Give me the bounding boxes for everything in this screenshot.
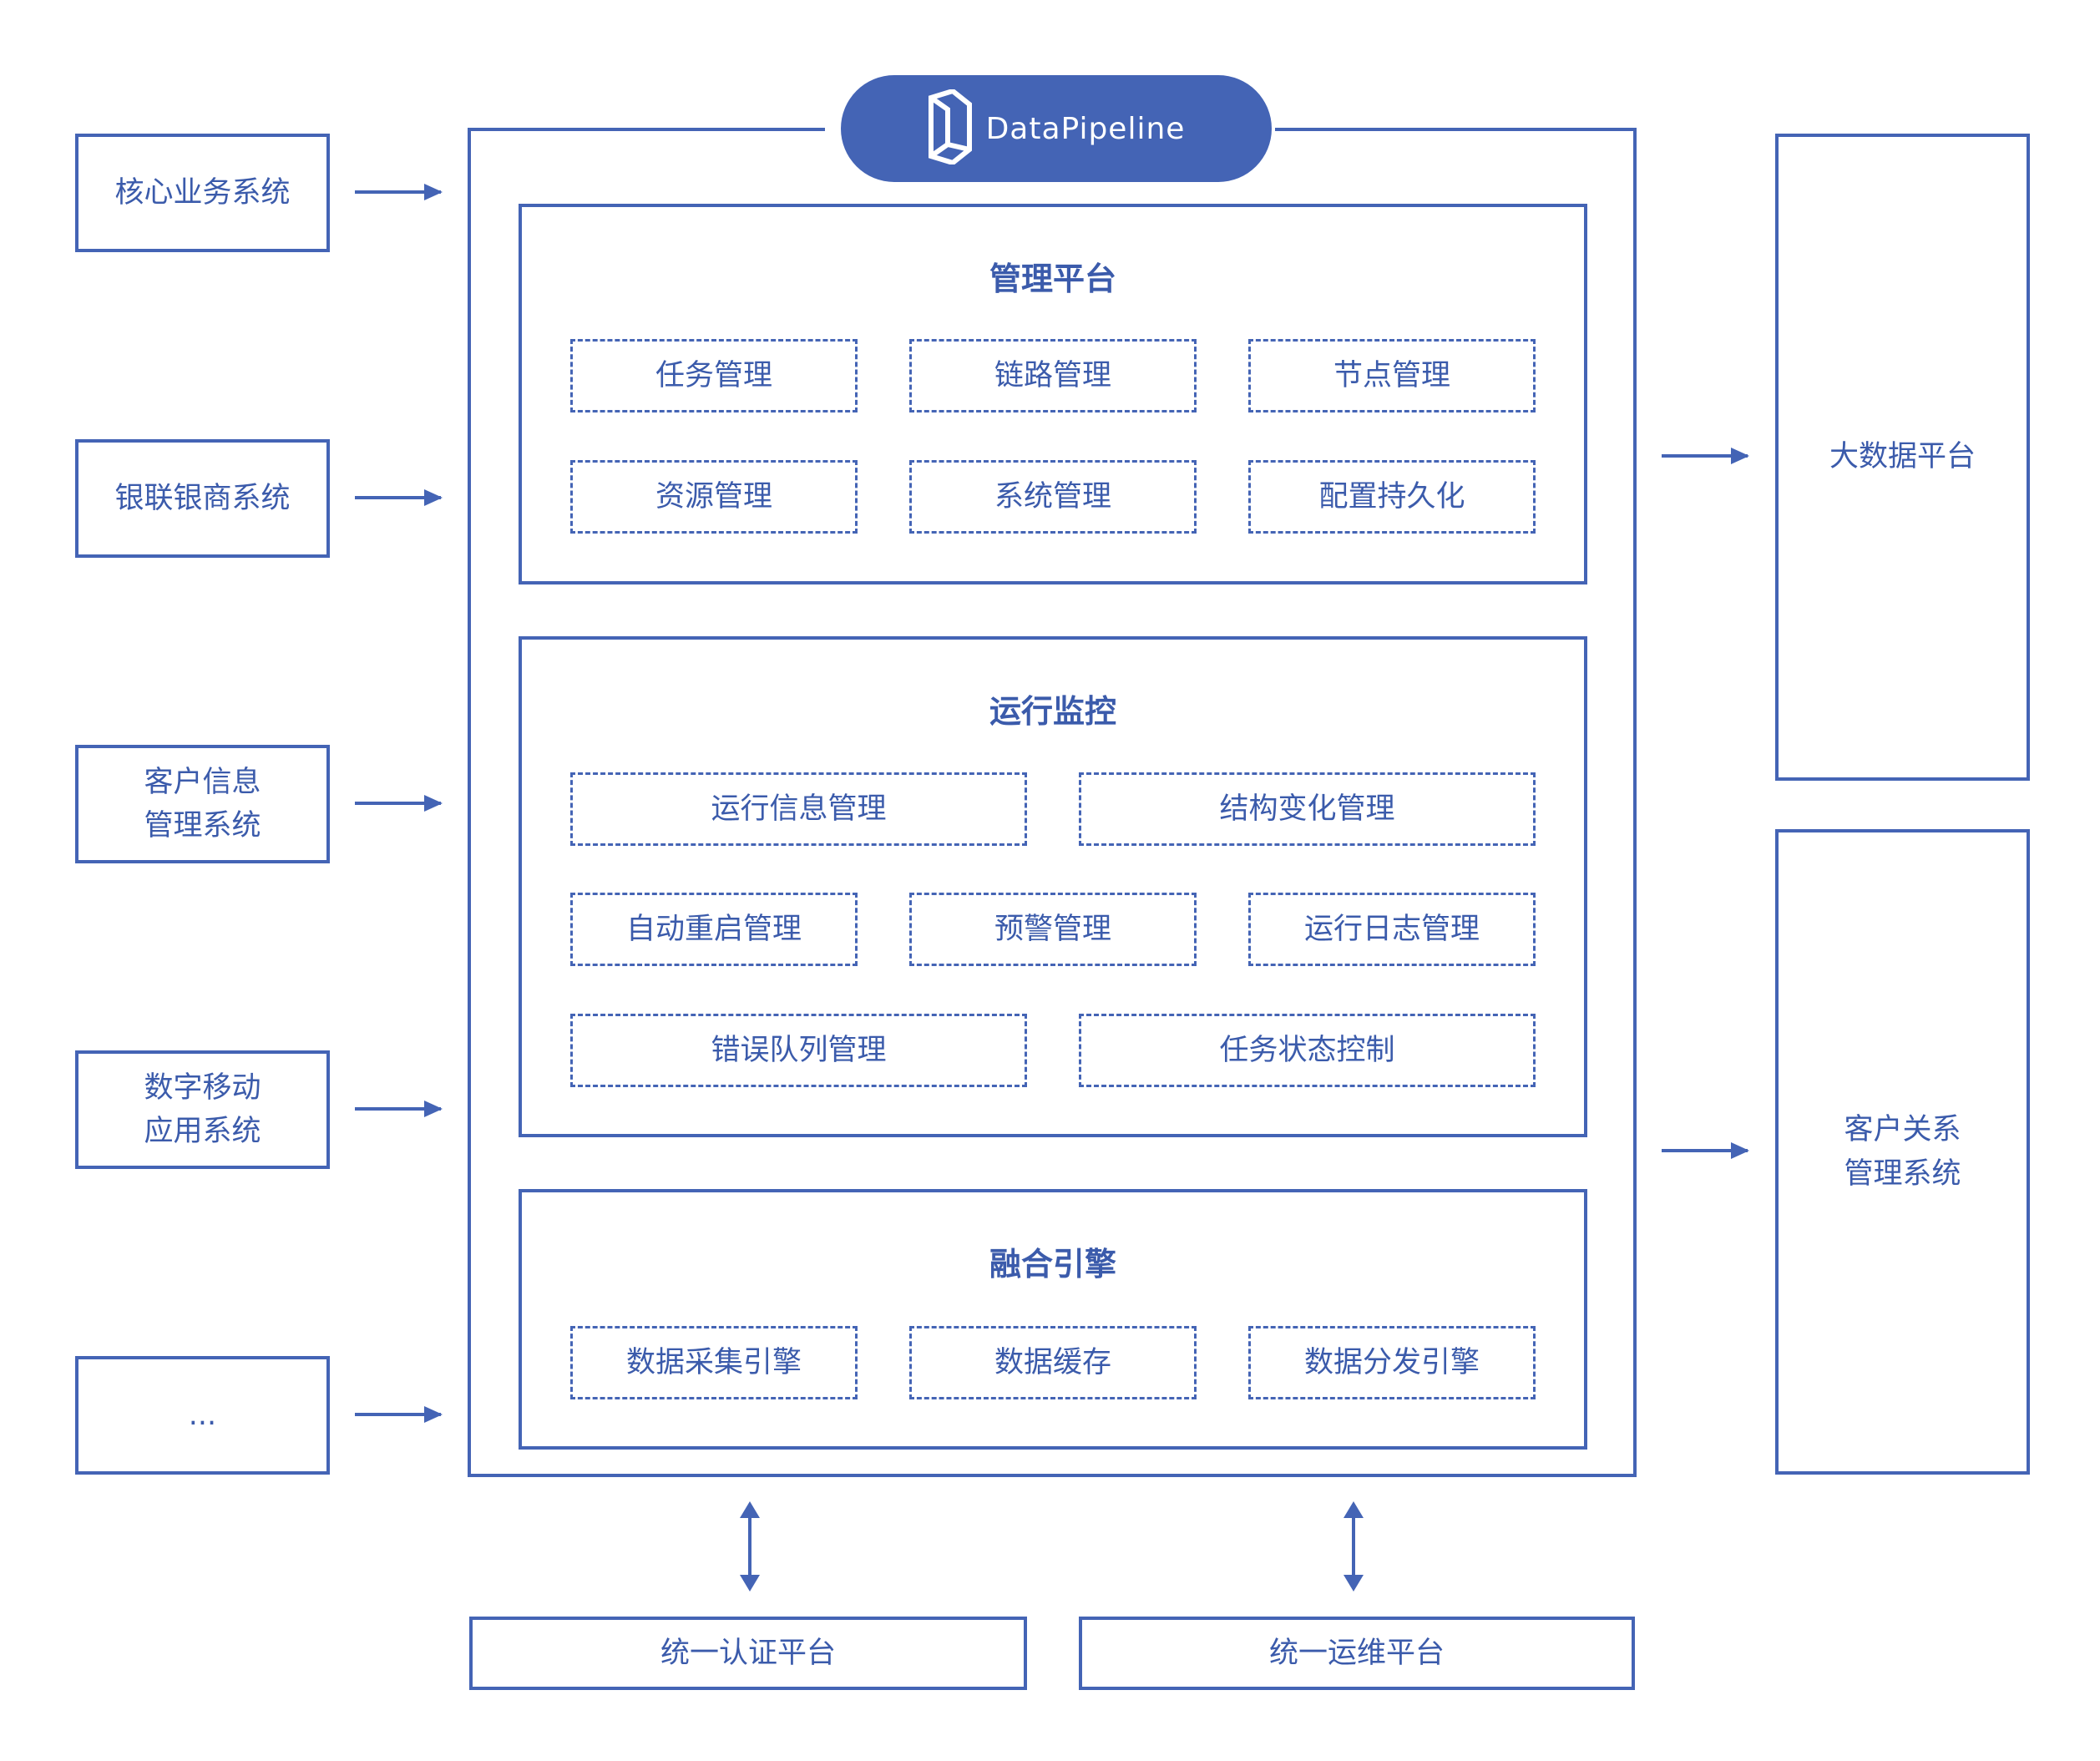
module-box: 数据采集引擎 [570,1326,858,1399]
module-box: 运行日志管理 [1248,893,1536,966]
source-system-unionpay: 银联银商系统 [75,439,330,558]
section-title-engine: 融合引擎 [989,1245,1116,1283]
target-crm-system: 客户关系 管理系统 [1775,829,2030,1475]
source-system-digital-mobile: 数字移动 应用系统 [75,1050,330,1169]
target-big-data-platform: 大数据平台 [1775,134,2030,781]
source-system-customer-info: 客户信息 管理系统 [75,745,330,863]
module-box: 任务状态控制 [1079,1014,1536,1087]
brand-name: DataPipeline [985,111,1186,146]
section-title-monitoring: 运行监控 [989,692,1116,730]
source-system-core: 核心业务系统 [75,134,330,252]
source-system-more: ... [75,1356,330,1475]
module-box: 链路管理 [909,339,1197,412]
module-box: 数据缓存 [909,1326,1197,1399]
module-box: 资源管理 [570,460,858,534]
brand-header: DataPipeline [841,75,1272,182]
platform-unified-auth: 统一认证平台 [469,1617,1027,1690]
datapipeline-frame [468,128,1637,1477]
module-box: 运行信息管理 [570,772,1027,846]
module-box: 节点管理 [1248,339,1536,412]
module-box: 配置持久化 [1248,460,1536,534]
section-fusion-engine [519,1189,1587,1450]
module-box: 结构变化管理 [1079,772,1536,846]
module-box: 自动重启管理 [570,893,858,966]
module-box: 系统管理 [909,460,1197,534]
module-box: 数据分发引擎 [1248,1326,1536,1399]
module-box: 预警管理 [909,893,1197,966]
datapipeline-logo-icon [928,88,973,168]
platform-unified-ops: 统一运维平台 [1079,1617,1635,1690]
module-box: 任务管理 [570,339,858,412]
section-title-management: 管理平台 [989,260,1116,297]
module-box: 错误队列管理 [570,1014,1027,1087]
